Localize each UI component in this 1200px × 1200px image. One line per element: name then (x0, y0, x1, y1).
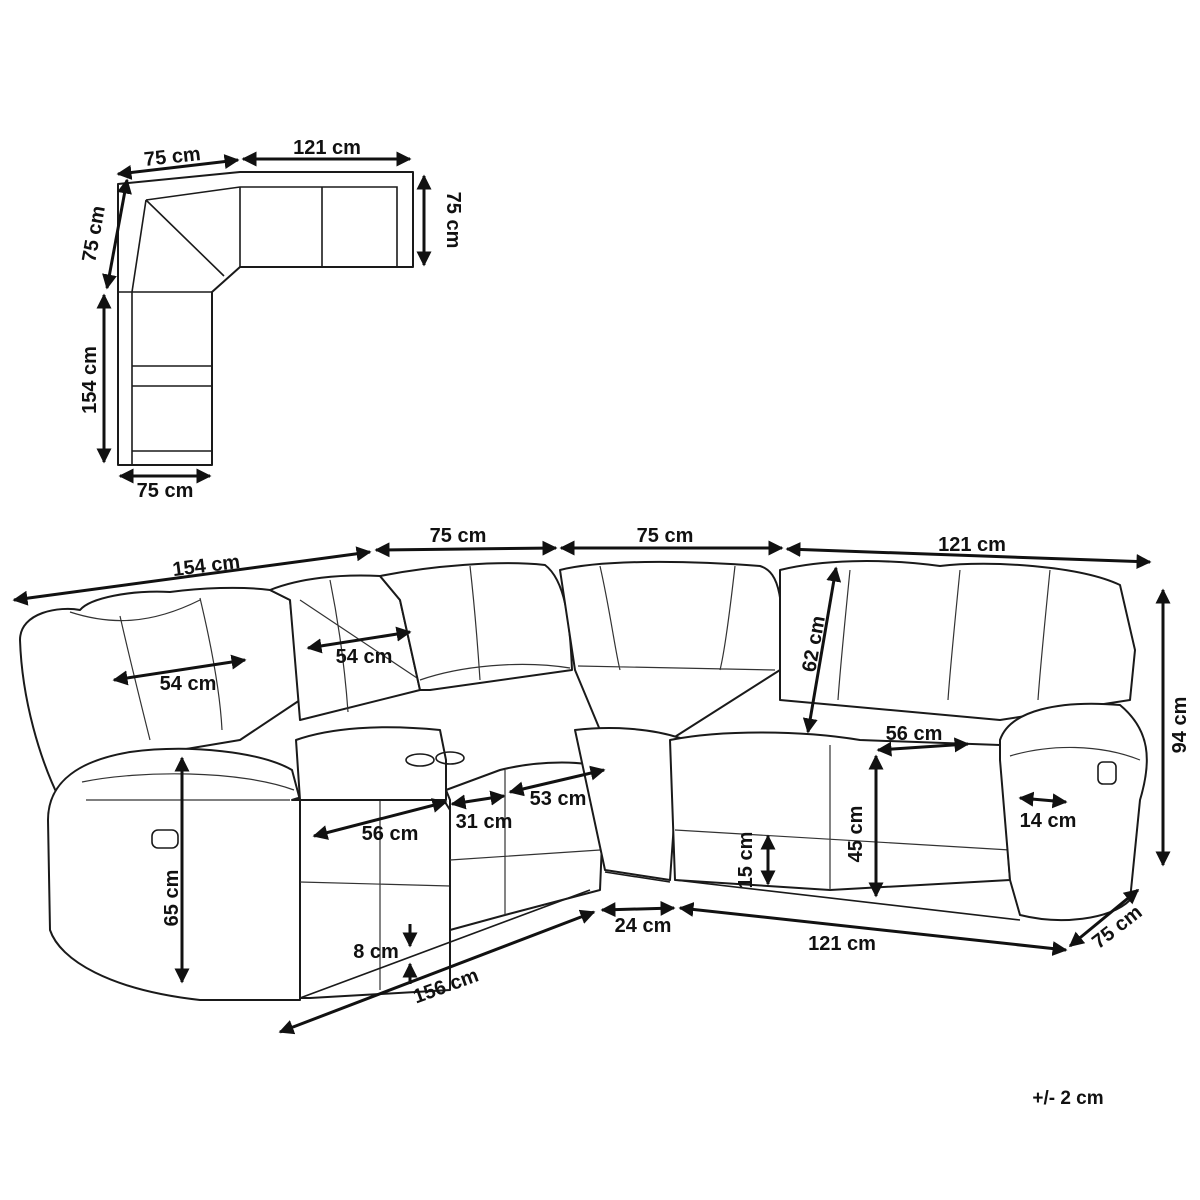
dim-label-footrest: 15 cm (735, 832, 757, 889)
top-view-back-line (118, 186, 398, 465)
top-view-plan: 75 cm 121 cm 75 cm 75 cm 154 cm 75 cm (78, 137, 464, 502)
dim-arrow (116, 154, 240, 180)
tolerance-note: +/- 2 cm (1032, 1088, 1103, 1109)
corner-wedge-back (559, 560, 783, 741)
dim-arrow (306, 626, 412, 654)
dim-label-ground-clearance: 8 cm (353, 941, 399, 963)
dim-arrow (278, 909, 596, 1035)
dim-arrow (374, 540, 558, 558)
dim-arrow (12, 546, 372, 606)
dim-label-top-right: 121 cm (938, 534, 1006, 556)
dim-arrow (112, 654, 247, 686)
dim-arrow (508, 765, 606, 797)
dim-label-right-depth: 75 cm (442, 192, 464, 249)
right-seat (669, 731, 1011, 891)
sofa-perspective-view: 154 cm 75 cm 75 cm 121 cm 94 cm 62 cm 54… (12, 525, 1191, 1035)
dim-arrow (600, 900, 676, 918)
dim-arrow (876, 737, 970, 757)
dim-label-total-height: 94 cm (1169, 697, 1191, 754)
dim-label-console: 31 cm (456, 811, 513, 833)
dim-label-bottom: 75 cm (137, 480, 194, 502)
dim-label-top-seg-2: 75 cm (637, 525, 694, 547)
dim-label-front-right: 121 cm (808, 933, 876, 955)
dim-arrow (102, 178, 132, 290)
dim-label-seat-left-back: 54 cm (160, 673, 217, 695)
cup-holder-console (295, 726, 447, 801)
dim-label-seat-right: 56 cm (886, 723, 943, 745)
left-armrest (47, 747, 301, 1001)
dim-label-seat-height: 45 cm (845, 806, 867, 863)
dim-label-top-seg-1: 75 cm (430, 525, 487, 547)
recline-button-icon (1097, 761, 1117, 785)
dim-arrow (312, 798, 448, 840)
dim-arrow (1068, 888, 1140, 948)
dim-label-top-right: 121 cm (293, 137, 361, 159)
dim-label-arm-offset: 14 cm (1020, 810, 1077, 832)
cup-holder-icon (405, 753, 435, 767)
dim-label-left-length: 154 cm (79, 346, 101, 414)
dim-arrow (1018, 791, 1068, 809)
dim-label-corner-gap: 24 cm (615, 915, 672, 937)
dim-label-seat-center: 53 cm (530, 788, 587, 810)
dim-arrow (785, 541, 1152, 570)
dim-label-seat-center-back: 54 cm (336, 646, 393, 668)
dim-label-overall-left: 154 cm (171, 551, 241, 581)
dim-arrow (450, 790, 506, 810)
dim-arrow (678, 902, 1068, 956)
dim-arrow (802, 566, 842, 734)
dim-label-left-upper: 75 cm (78, 204, 110, 264)
cup-holder-icon (435, 751, 465, 765)
dim-label-armrest-height: 65 cm (161, 870, 183, 927)
dim-label-seat-depth-left: 56 cm (362, 823, 419, 845)
